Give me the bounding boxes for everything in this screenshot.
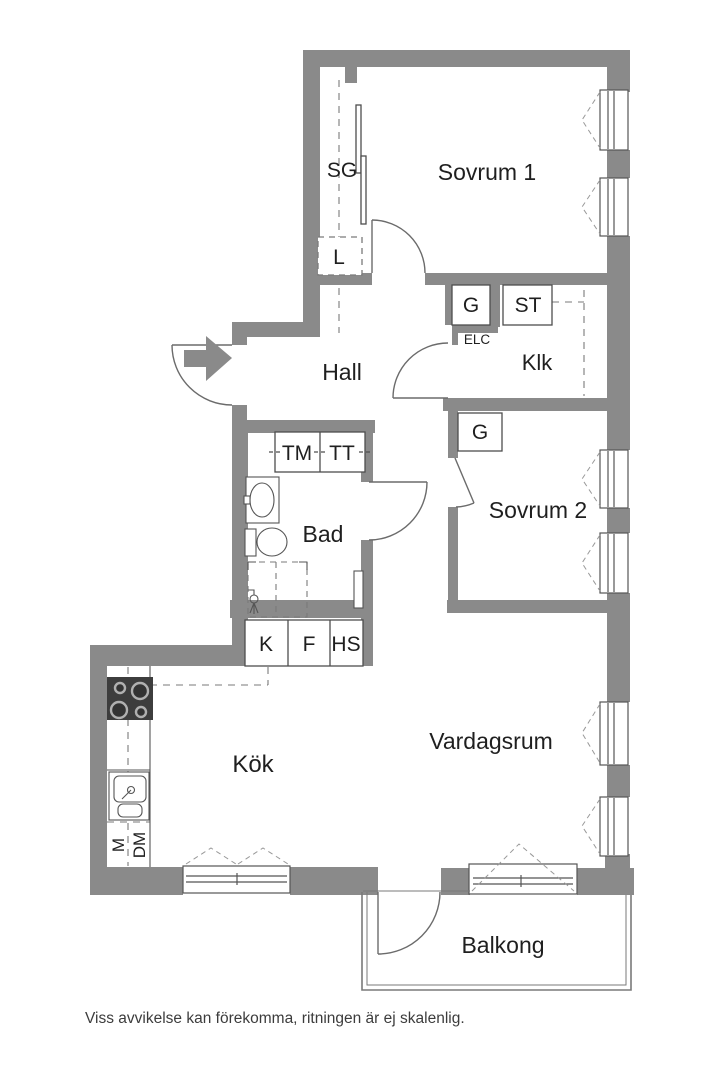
wall-segment <box>447 600 630 613</box>
laundry-machines-box <box>269 431 371 473</box>
room-label-bad: Bad <box>303 521 344 547</box>
wall-segment <box>605 854 630 874</box>
storage-label-st: ST <box>515 294 542 317</box>
wall-segment <box>303 273 372 285</box>
doors-layer <box>171 219 475 955</box>
wall-segment <box>443 398 630 411</box>
room-label-sovrum1: Sovrum 1 <box>438 159 536 185</box>
wall-segment <box>230 600 373 618</box>
bathroom-fixtures <box>243 476 364 618</box>
room-label-kok: Kök <box>232 751 274 778</box>
cleaning-cabinet-box <box>502 284 553 326</box>
wall-segment <box>452 333 458 345</box>
wall-segment <box>607 50 630 92</box>
wall-segment <box>445 285 452 325</box>
room-label-hall: Hall <box>322 359 362 385</box>
room-label-vardagsrum: Vardagsrum <box>429 728 553 754</box>
wall-segment <box>232 337 247 345</box>
room-label-sovrum2: Sovrum 2 <box>489 497 587 523</box>
washbasin-icon <box>243 476 280 524</box>
door-swing-sovrum1-icon <box>371 219 426 274</box>
door-swing-sovrum2-icon <box>454 457 475 508</box>
windows-layer <box>182 89 629 895</box>
radiator-icon <box>353 570 364 609</box>
wall-segment <box>425 273 630 285</box>
wall-segment <box>448 411 458 458</box>
wall-segment <box>345 67 357 83</box>
wardrobe-box-sovrum2 <box>457 412 503 452</box>
wardrobe-box-hall <box>451 284 491 326</box>
walls-layer <box>90 50 634 895</box>
window-icon <box>581 796 629 857</box>
wall-segment <box>290 867 378 895</box>
cabinets-layer <box>244 104 553 667</box>
wall-segment <box>607 593 630 702</box>
wall-segment <box>607 150 630 178</box>
door-swing-klk-icon <box>392 342 449 399</box>
storage-label-g-sovrum2: G <box>472 421 488 444</box>
storage-label-dm: DM <box>130 832 149 858</box>
window-icon <box>581 532 629 594</box>
room-label-klk: Klk <box>522 350 554 375</box>
wall-segment <box>232 433 248 645</box>
kitchen-sink-icon <box>108 771 150 821</box>
storage-label-sg: SG <box>327 159 357 182</box>
window-icon <box>581 449 629 509</box>
wall-segment <box>361 600 373 666</box>
window-icon <box>581 701 629 766</box>
linen-cabinet-box <box>317 236 363 276</box>
wall-segment <box>303 50 320 337</box>
shower-icon <box>247 561 308 618</box>
storage-label-g-hall: G <box>463 294 479 317</box>
wall-segment <box>303 50 630 67</box>
labels-layer: Sovrum 1 Hall Klk Sovrum 2 Bad Kök Varda… <box>109 159 587 958</box>
wall-segment <box>90 645 107 895</box>
wall-segment <box>452 325 498 333</box>
wall-segment <box>448 507 458 600</box>
window-icon <box>581 177 629 237</box>
storage-label-f: F <box>303 633 316 656</box>
entrance-door-swing-icon <box>171 344 233 406</box>
wall-segment <box>490 285 500 327</box>
kitchen-fixtures <box>107 666 153 867</box>
wall-segment <box>607 236 630 450</box>
storage-label-k: K <box>259 633 273 656</box>
room-label-balkong: Balkong <box>461 932 544 958</box>
door-swing-bad-icon <box>368 481 428 541</box>
storage-label-hs: HS <box>331 633 360 656</box>
disclaimer-text: Viss avvikelse kan förekomma, ritningen … <box>85 1010 465 1027</box>
balcony-window-icon <box>468 843 578 895</box>
wall-segment <box>361 540 373 618</box>
wall-segment <box>90 867 183 895</box>
storage-label-elc: ELC <box>464 332 491 347</box>
window-icon <box>581 89 629 151</box>
storage-label-tt: TT <box>329 442 355 465</box>
window-icon <box>182 847 291 894</box>
tall-cabinet-row <box>244 619 364 667</box>
toilet-icon <box>244 527 288 557</box>
wall-segment <box>232 322 320 337</box>
wall-segment <box>232 420 375 433</box>
sliding-door-icon <box>355 104 367 225</box>
storage-label-l: L <box>333 246 345 269</box>
door-swing-balcony-icon <box>377 891 441 955</box>
wall-segment <box>607 765 630 797</box>
storage-label-m: M <box>109 838 128 852</box>
storage-label-tm: TM <box>282 442 312 465</box>
wall-segment <box>607 508 630 533</box>
balcony-railing <box>361 890 632 991</box>
stove-icon <box>107 677 153 720</box>
wall-segment <box>90 645 248 666</box>
entrance-arrow-icon <box>184 336 232 381</box>
